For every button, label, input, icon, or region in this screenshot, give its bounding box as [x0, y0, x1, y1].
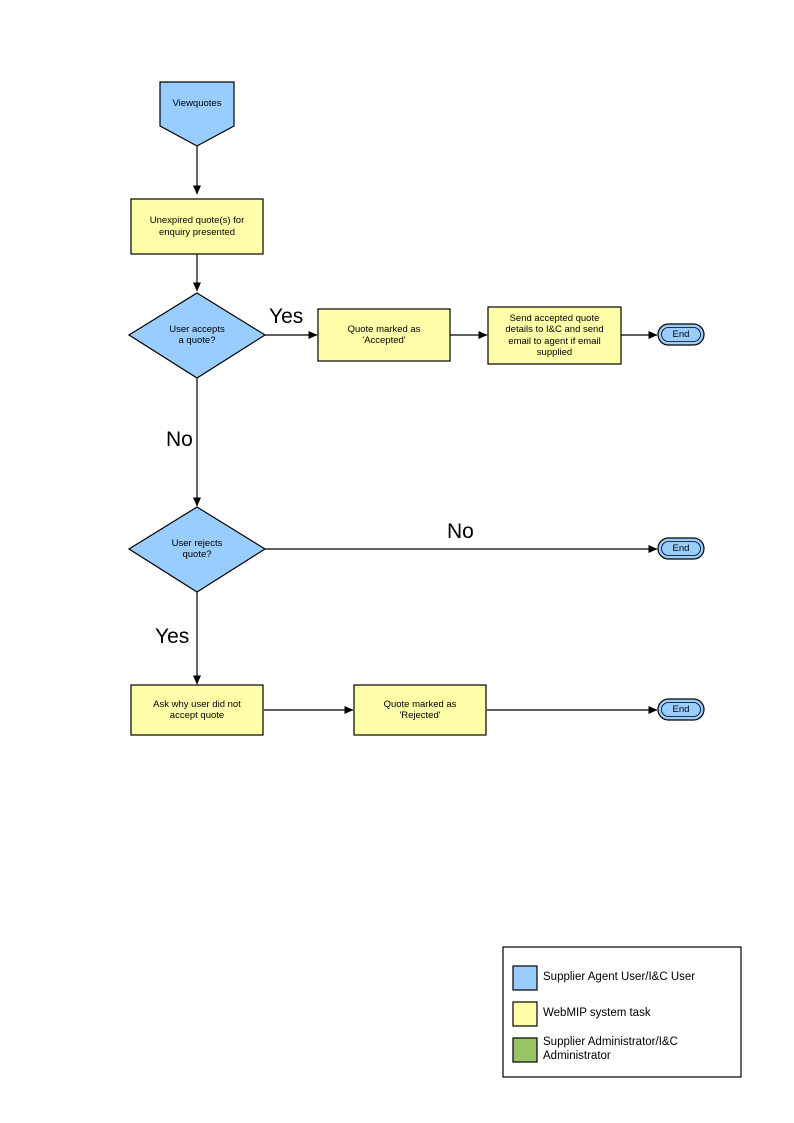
- node-end-1-inner: [661, 327, 701, 342]
- node-end-3[interactable]: [657, 698, 705, 721]
- node-decision-user-rejects[interactable]: [127, 506, 267, 593]
- legend-label-supplier-agent: Supplier Agent User/I&C User: [543, 971, 696, 983]
- legend-box: [502, 946, 742, 1078]
- edge-label-accepts-yes: Yes: [269, 305, 304, 328]
- edge-label-rejects-no: No: [447, 520, 474, 543]
- legend-swatch-supplier-agent: [512, 965, 538, 991]
- node-end-3-inner: [661, 702, 701, 717]
- legend-swatch-webmip-system-task: [512, 1001, 538, 1027]
- node-ask-why-not-accepted[interactable]: [130, 684, 264, 736]
- node-decision-user-accepts[interactable]: [127, 292, 267, 379]
- legend-label-webmip-system-task: WebMIP system task: [543, 1007, 651, 1019]
- legend-swatch-supplier-administrator: [512, 1037, 538, 1063]
- edge-label-accepts-no: No: [166, 428, 193, 451]
- node-quote-marked-rejected[interactable]: [353, 684, 487, 736]
- node-quote-marked-accepted[interactable]: [317, 308, 451, 362]
- node-start-viewquotes[interactable]: [159, 81, 235, 147]
- node-end-2-inner: [661, 541, 701, 556]
- edge-label-rejects-yes: Yes: [155, 625, 190, 648]
- node-end-2[interactable]: [657, 537, 705, 560]
- node-send-accepted-quote-details[interactable]: [487, 306, 622, 365]
- node-unexpired-quotes[interactable]: [130, 198, 264, 255]
- node-end-1[interactable]: [657, 323, 705, 346]
